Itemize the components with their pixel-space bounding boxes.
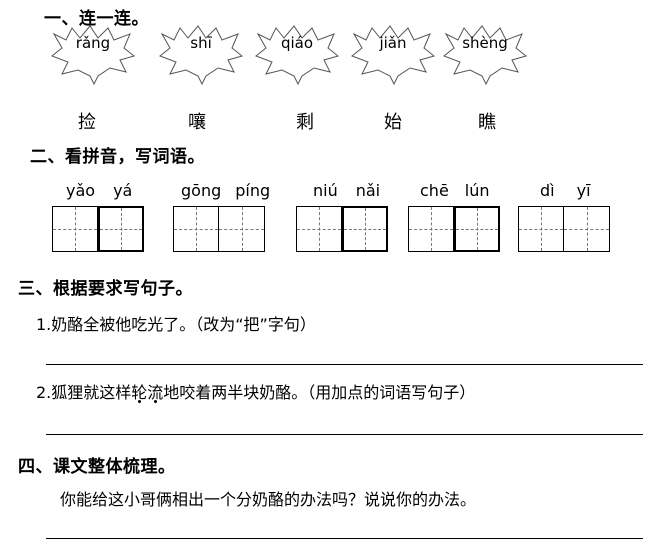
writing-cell[interactable] — [342, 206, 388, 252]
syllable: yǎo — [66, 181, 96, 200]
writing-cell[interactable] — [296, 206, 342, 252]
leaf-card-2: shī — [158, 24, 244, 86]
maple-leaf-icon — [443, 25, 528, 86]
maple-leaf-icon — [351, 25, 436, 86]
writing-grid-5 — [518, 206, 610, 252]
word-pinyin-2: gōng píng — [181, 181, 270, 200]
writing-cell[interactable] — [564, 206, 610, 252]
question-2-prefix: 2.狐狸就这样 — [36, 383, 132, 402]
writing-cell[interactable] — [219, 206, 265, 252]
writing-cell[interactable] — [173, 206, 219, 252]
maple-leaf-icon — [51, 25, 136, 86]
leaf-card-1: rǎng — [50, 24, 136, 86]
leaf-card-3: qiáo — [254, 24, 340, 86]
pinyin-shi: shī — [190, 34, 212, 52]
syllable: yá — [113, 181, 133, 200]
section1-heading: 一、连一连。 — [44, 9, 149, 29]
character-sheng[interactable]: 剩 — [296, 112, 314, 133]
answer-line-2[interactable] — [46, 434, 643, 435]
writing-cell[interactable] — [52, 206, 98, 252]
maple-leaf-icon — [159, 25, 244, 86]
section4-heading: 四、课文整体梳理。 — [18, 457, 176, 477]
leaf-card-4: jiǎn — [350, 24, 436, 86]
dotted-word: 轮流 — [131, 379, 163, 403]
writing-cell[interactable] — [518, 206, 564, 252]
pinyin-rang: rǎng — [75, 34, 111, 52]
syllable: niú — [313, 181, 338, 200]
pinyin-qiao: qiáo — [280, 34, 314, 52]
answer-line-1[interactable] — [46, 364, 643, 365]
emphasis-dot — [138, 400, 142, 403]
maple-leaf-icon — [255, 25, 340, 86]
syllable: chē — [420, 181, 449, 200]
emphasis-dot — [154, 400, 158, 403]
character-shi[interactable]: 始 — [384, 112, 402, 133]
character-rang[interactable]: 嚷 — [188, 112, 206, 133]
section2-heading: 二、看拼音，写词语。 — [30, 147, 205, 167]
syllable: dì — [540, 181, 555, 200]
pinyin-sheng: shèng — [462, 34, 508, 52]
character-qiao[interactable]: 瞧 — [478, 112, 496, 133]
pinyin-jian: jiǎn — [379, 34, 407, 52]
syllable: yī — [576, 181, 591, 200]
section3-heading: 三、根据要求写句子。 — [18, 279, 193, 299]
answer-line-3[interactable] — [46, 538, 643, 539]
syllable: nǎi — [355, 181, 381, 200]
question-1: 1.奶酪全被他吃光了。（改为“把”字句） — [36, 315, 316, 334]
syllable: lún — [464, 181, 490, 200]
writing-grid-4 — [408, 206, 500, 252]
syllable: gōng — [181, 181, 222, 200]
word-pinyin-5: dì yī — [540, 181, 591, 200]
writing-grid-3 — [296, 206, 388, 252]
question-2-suffix: 地咬着两半块奶酪。（用加点的词语写句子） — [163, 383, 476, 402]
writing-grid-2 — [173, 206, 265, 252]
syllable: píng — [235, 181, 271, 200]
question-4: 你能给这小哥俩相出一个分奶酪的办法吗？说说你的办法。 — [60, 490, 477, 509]
question-2: 2.狐狸就这样轮流地咬着两半块奶酪。（用加点的词语写句子） — [36, 379, 475, 403]
leaf-card-5: shèng — [442, 24, 528, 86]
character-jian[interactable]: 捡 — [78, 112, 96, 133]
writing-cell[interactable] — [454, 206, 500, 252]
writing-cell[interactable] — [98, 206, 144, 252]
writing-grid-1 — [52, 206, 144, 252]
dotted-word-text: 轮流 — [131, 383, 164, 402]
writing-cell[interactable] — [408, 206, 454, 252]
